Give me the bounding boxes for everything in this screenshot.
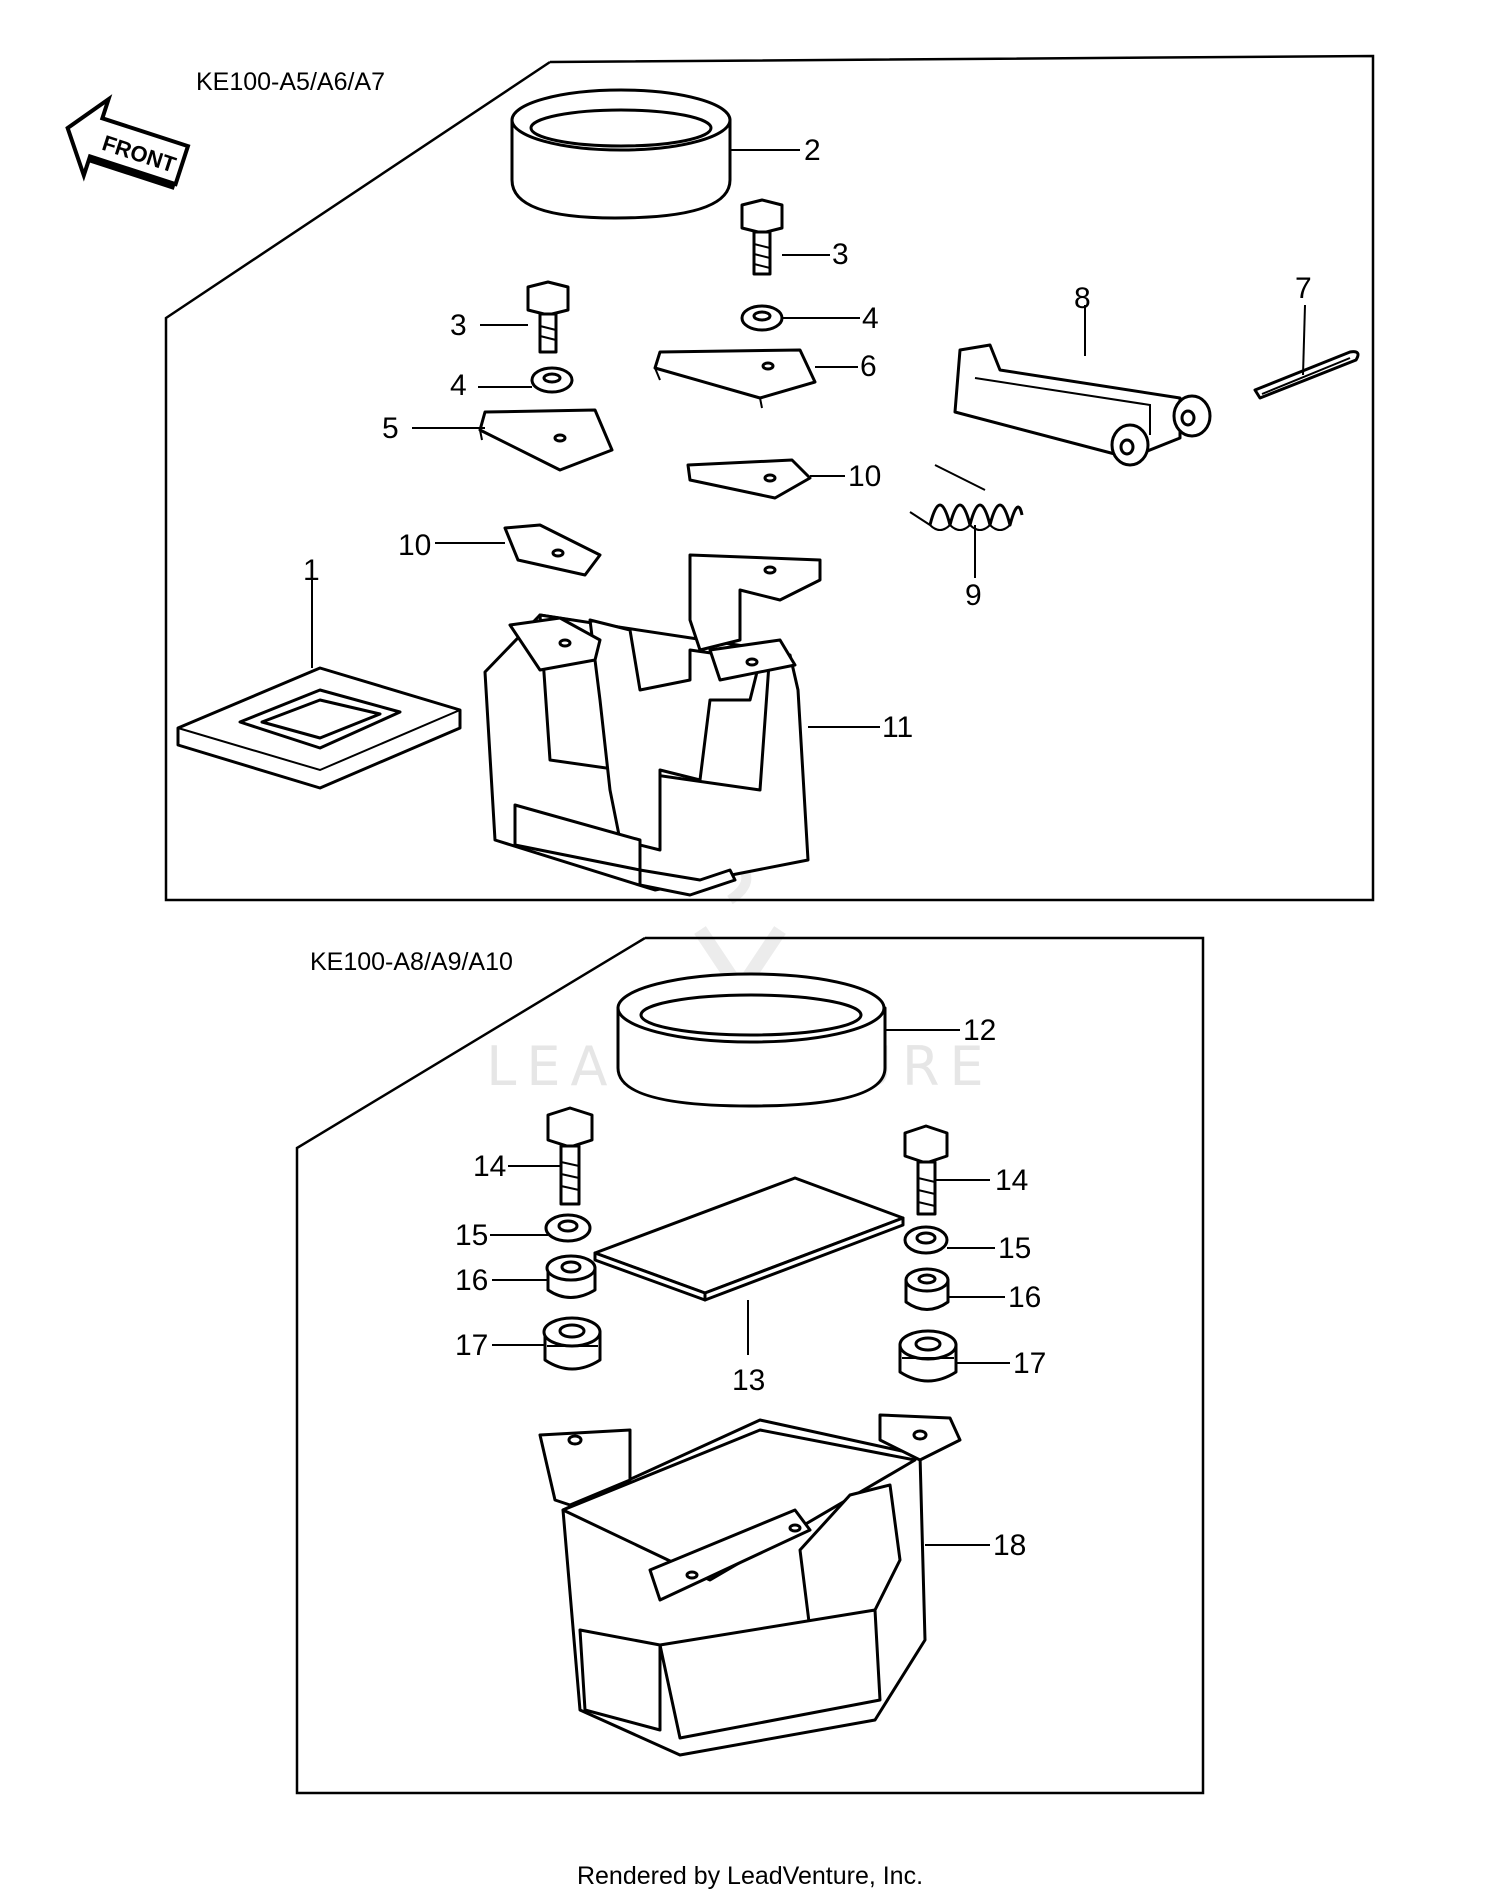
callout-10: 10 xyxy=(848,460,881,493)
callout-6: 6 xyxy=(860,350,877,383)
callout-11: 11 xyxy=(882,711,913,744)
callout-16: 16 xyxy=(1008,1281,1041,1314)
callout-5: 5 xyxy=(382,412,399,445)
top-callouts: 2 3 3 4 4 6 5 10 10 1 8 9 7 11 xyxy=(303,134,1312,744)
callout-4: 4 xyxy=(450,369,467,402)
callout-15: 15 xyxy=(998,1232,1031,1265)
part-1-pad xyxy=(176,666,462,790)
bottom-section-frame xyxy=(295,936,1205,1795)
part-5-bracket xyxy=(478,408,614,472)
part-13-plate xyxy=(593,1176,905,1302)
callout-14: 14 xyxy=(995,1164,1028,1197)
footer-credit: Rendered by LeadVenture, Inc. xyxy=(577,1862,923,1890)
part-10-plate xyxy=(686,458,812,500)
callout-4: 4 xyxy=(862,302,879,335)
part-9-spring xyxy=(909,464,1024,531)
part-14-bolt xyxy=(546,1106,594,1206)
part-15-washer xyxy=(903,1225,949,1255)
callout-14: 14 xyxy=(473,1150,506,1183)
callout-3: 3 xyxy=(832,238,849,271)
part-11-battery-case xyxy=(483,553,822,897)
top-leader-lines xyxy=(311,149,1306,728)
part-3-bolt xyxy=(740,198,784,276)
callout-16: 16 xyxy=(455,1264,488,1297)
bottom-model-label: KE100-A8/A9/A10 xyxy=(310,948,513,976)
part-4-washer xyxy=(740,304,784,332)
part-15-washer xyxy=(544,1213,592,1243)
callout-9: 9 xyxy=(965,579,982,612)
part-17-grommet xyxy=(898,1329,958,1383)
part-16-collar xyxy=(545,1254,597,1299)
part-6-bracket xyxy=(653,348,817,409)
bottom-callouts: 12 14 14 15 15 16 16 17 17 13 18 xyxy=(455,1014,1046,1562)
callout-1: 1 xyxy=(303,554,320,587)
callout-3: 3 xyxy=(450,309,467,342)
callout-7: 7 xyxy=(1295,272,1312,305)
callout-13: 13 xyxy=(732,1364,765,1397)
callout-15: 15 xyxy=(455,1219,488,1252)
part-14-bolt xyxy=(903,1124,949,1216)
part-10-plate xyxy=(503,523,602,577)
callout-18: 18 xyxy=(993,1529,1026,1562)
callout-8: 8 xyxy=(1074,282,1091,315)
bottom-leader-lines xyxy=(490,1029,1010,1546)
callout-17: 17 xyxy=(1013,1347,1046,1380)
part-12-band xyxy=(616,972,887,1108)
part-17-grommet xyxy=(542,1316,602,1371)
part-7-cotter-pin xyxy=(1253,350,1360,400)
top-section-frame xyxy=(164,54,1375,902)
callout-2: 2 xyxy=(804,134,821,167)
callout-12: 12 xyxy=(963,1014,996,1047)
part-3-bolt xyxy=(526,280,570,354)
part-8-pin xyxy=(953,343,1212,467)
callout-10: 10 xyxy=(398,529,431,562)
part-2-band xyxy=(510,88,732,220)
part-18-battery-case xyxy=(538,1413,962,1757)
front-arrow-icon: FRONT xyxy=(65,94,191,190)
part-4-washer xyxy=(530,366,574,394)
top-model-label: KE100-A5/A6/A7 xyxy=(196,68,385,96)
part-16-collar xyxy=(904,1267,950,1311)
callout-17: 17 xyxy=(455,1329,488,1362)
